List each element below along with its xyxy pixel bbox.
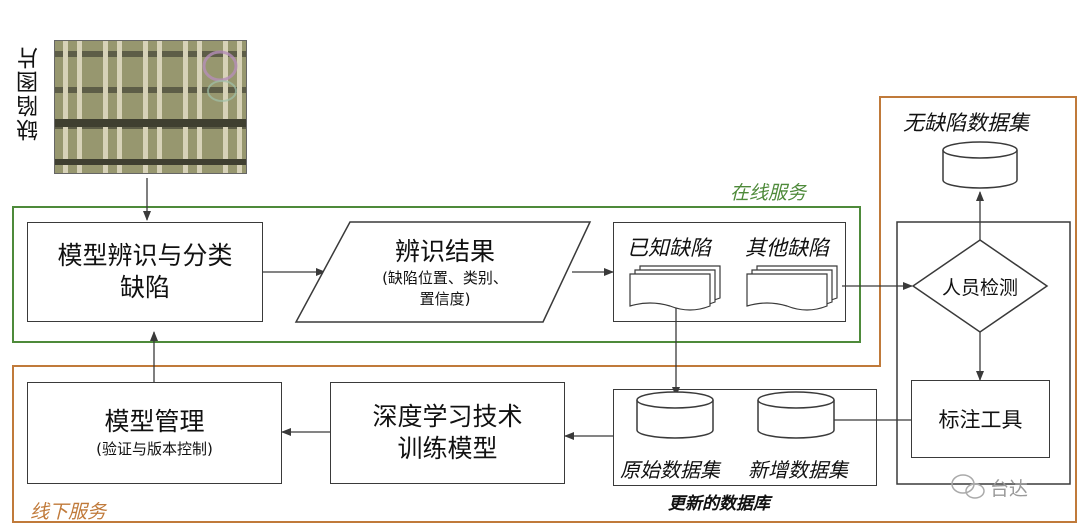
result-title: 辨识结果 <box>394 236 495 266</box>
model-mgmt-box: 模型管理 (验证与版本控制) <box>27 382 282 484</box>
inspection-panel <box>896 221 1071 485</box>
online-label: 在线服务 <box>730 182 807 204</box>
orig-db-icon <box>636 391 714 439</box>
classify-line2: 缺陷 <box>119 273 170 302</box>
result-shape <box>294 221 592 323</box>
label-tool-box: 标注工具 <box>911 380 1050 458</box>
defect-image <box>54 40 247 174</box>
model-mgmt-title: 模型管理 <box>104 407 205 437</box>
train-line2: 训练模型 <box>397 434 498 463</box>
database-box <box>613 389 877 486</box>
model-mgmt-sub: (验证与版本控制) <box>96 439 213 458</box>
offline-region <box>12 96 1077 523</box>
classify-box: 模型辨识与分类 缺陷 <box>27 222 263 322</box>
wechat-icon <box>951 474 985 499</box>
train-box: 深度学习技术 训练模型 <box>330 382 565 484</box>
result-sub1: (缺陷位置、类别、 <box>382 269 508 288</box>
result-sub2: 置信度) <box>419 290 471 309</box>
other-defect-docs-icon <box>746 265 838 311</box>
orig-dataset-label: 原始数据集 <box>620 458 720 482</box>
label-tool-text: 标注工具 <box>938 408 1023 432</box>
no-defect-db-icon <box>942 141 1018 189</box>
train-line1: 深度学习技术 <box>372 401 523 431</box>
known-defect-label: 已知缺陷 <box>627 236 711 260</box>
no-defect-dataset-label: 无缺陷数据集 <box>903 111 1029 135</box>
db-label: 更新的数据库 <box>668 494 770 514</box>
offline-label: 线下服务 <box>30 501 107 523</box>
classify-line1: 模型辨识与分类 <box>57 240 233 270</box>
watermark-text: 台达 <box>990 478 1029 500</box>
new-dataset-label: 新增数据集 <box>748 458 848 482</box>
other-defect-label: 其他缺陷 <box>745 236 829 260</box>
defect-image-pattern <box>55 41 246 173</box>
defects-box <box>613 222 846 322</box>
known-defect-docs-icon <box>629 265 721 311</box>
new-db-icon <box>757 391 835 439</box>
result-text: 辨识结果 (缺陷位置、类别、 置信度) <box>330 228 560 318</box>
inspect-label: 人员检测 <box>941 276 1018 299</box>
inspect-diamond <box>911 239 1049 333</box>
online-region <box>12 206 861 343</box>
